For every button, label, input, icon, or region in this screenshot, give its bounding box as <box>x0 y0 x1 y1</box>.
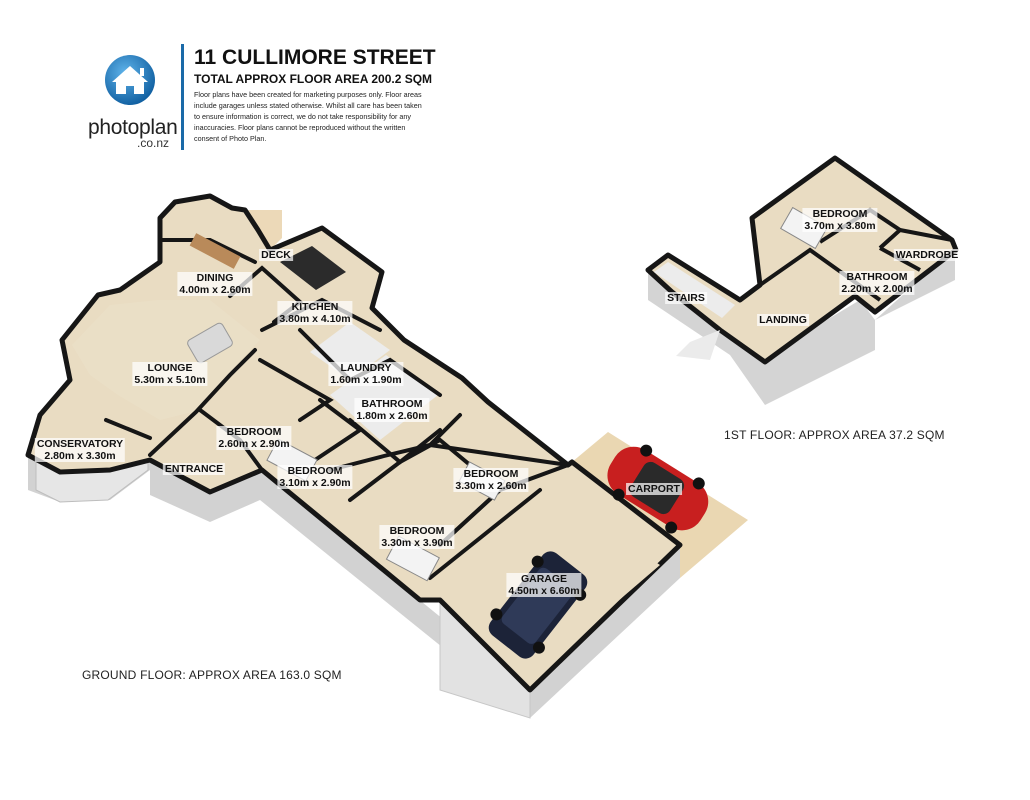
stair-landing-ramp <box>676 330 720 360</box>
room-label-bedroom-upper: BEDROOM 3.70m x 3.80m <box>802 208 878 232</box>
header-divider <box>181 44 184 150</box>
room-label-kitchen: KITCHEN 3.80m x 4.10m <box>277 301 353 325</box>
logo-name: photoplan <box>88 116 178 139</box>
room-label-bedroom-3: BEDROOM 3.30m x 2.60m <box>453 468 529 492</box>
disclaimer: Floor plans have been created for market… <box>194 90 422 143</box>
first-floor-side-walls <box>648 248 955 405</box>
room-label-lounge: LOUNGE 5.30m x 5.10m <box>132 362 208 386</box>
room-label-bedroom-4: BEDROOM 3.30m x 3.90m <box>379 525 455 549</box>
first-floor-area: 1ST FLOOR: APPROX AREA 37.2 SQM <box>724 428 945 442</box>
stairs-floor <box>654 262 735 318</box>
room-label-landing: LANDING <box>757 314 809 326</box>
interior-walls <box>104 238 570 580</box>
room-label-deck: DECK <box>259 249 293 261</box>
room-label-bedroom-1: BEDROOM 2.60m x 2.90m <box>216 426 292 450</box>
room-label-bathroom-upper: BATHROOM 2.20m x 2.00m <box>839 271 915 295</box>
room-label-wardrobe: WARDROBE <box>893 249 961 261</box>
room-label-garage: GARAGE 4.50m x 6.60m <box>506 573 582 597</box>
room-label-carport: CARPORT <box>626 483 682 495</box>
room-label-stairs: STAIRS <box>665 292 707 304</box>
dining-table <box>189 233 241 269</box>
room-label-entrance: ENTRANCE <box>162 463 226 475</box>
logo-domain: .co.nz <box>137 136 170 150</box>
total-area: TOTAL APPROX FLOOR AREA 200.2 SQM <box>194 72 433 86</box>
room-label-bedroom-2: BEDROOM 3.10m x 2.90m <box>277 465 353 489</box>
room-label-laundry: LAUNDRY 1.60m x 1.90m <box>328 362 404 386</box>
room-label-bathroom: BATHROOM 1.80m x 2.60m <box>354 398 430 422</box>
room-label-dining: DINING 4.00m x 2.60m <box>177 272 253 296</box>
ground-floor-area: GROUND FLOOR: APPROX AREA 163.0 SQM <box>82 668 342 682</box>
sofa <box>187 322 233 364</box>
room-label-conservatory: CONSERVATORY 2.80m x 3.30m <box>34 438 126 462</box>
address-title: 11 CULLIMORE STREET <box>194 46 436 69</box>
house-icon <box>105 55 155 105</box>
kitchen-bench <box>280 246 346 290</box>
